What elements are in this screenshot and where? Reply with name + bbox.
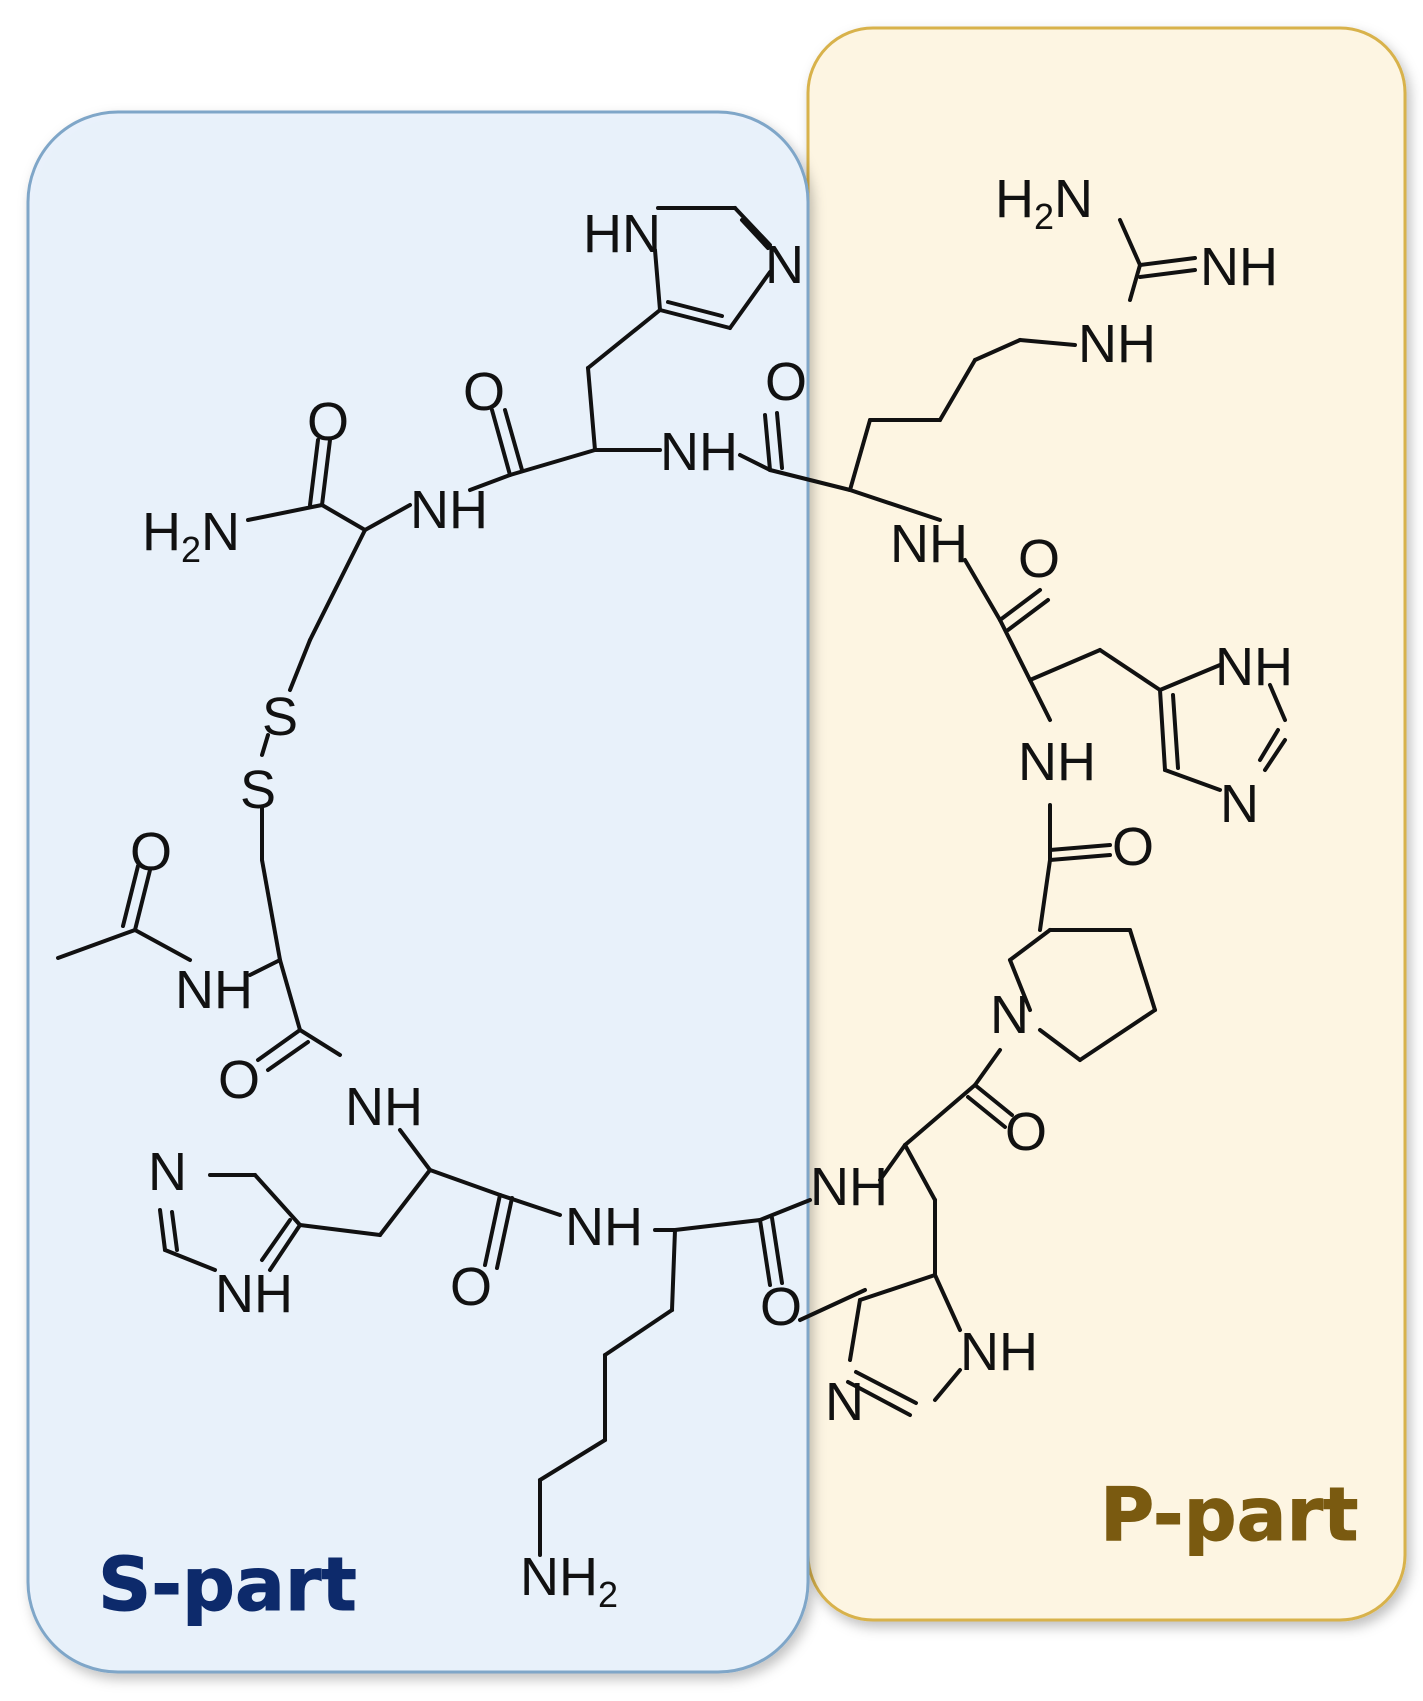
atom-nh-his1: NH: [660, 422, 738, 482]
atom-n-his4-ring: N: [825, 1372, 864, 1432]
atom-labels: HN N H2N NH NH O O NH O H2N NH NH O NH S…: [130, 169, 1293, 1615]
atom-n-his3-ring: N: [148, 1142, 187, 1202]
s-part-label: S-part: [98, 1542, 357, 1628]
atom-nh-acetyl: NH: [175, 960, 253, 1020]
atom-nh-his2-ring: NH: [1215, 637, 1293, 697]
atom-n-top: N: [765, 235, 804, 295]
atom-o-his3: O: [450, 1257, 492, 1317]
atom-o-his1: O: [463, 362, 505, 422]
atom-nh-his3: NH: [345, 1077, 423, 1137]
s-part-region: [26, 110, 810, 1674]
atom-nh-guanidine: NH: [1078, 314, 1156, 374]
atom-nh-arg: NH: [890, 514, 968, 574]
atom-s1: S: [262, 687, 298, 747]
atom-o-arg2: O: [1018, 529, 1060, 589]
atom-nh2-lys: NH2: [520, 1547, 618, 1615]
atom-o-acetyl: O: [130, 822, 172, 882]
atom-o-arg: O: [765, 352, 807, 412]
atom-nh-cys: NH: [410, 480, 488, 540]
bond-lines: [56, 206, 1287, 1557]
atom-nh-lys: NH: [565, 1197, 643, 1257]
atom-h2n-amide: H2N: [142, 502, 240, 570]
atom-h2n-guanidine: H2N: [995, 169, 1093, 237]
atom-hn-top: HN: [583, 204, 661, 264]
atom-s2: S: [240, 760, 276, 820]
atom-nh-his4: NH: [810, 1157, 888, 1217]
atom-o-pro: O: [1112, 817, 1154, 877]
atom-n-pro: N: [990, 985, 1029, 1045]
atom-nh-imine: NH: [1200, 237, 1278, 297]
atom-nh-his2: NH: [1018, 732, 1096, 792]
p-part-label: P-part: [1100, 1472, 1358, 1558]
atom-o-lys: O: [760, 1277, 802, 1337]
atom-n-his2-ring: N: [1220, 774, 1259, 834]
atom-o-cys2: O: [218, 1050, 260, 1110]
atom-o-pro2: O: [1005, 1102, 1047, 1162]
atom-o-amide: O: [307, 392, 349, 452]
atom-nh-his3-ring: NH: [215, 1264, 293, 1324]
atom-nh-his4-ring: NH: [960, 1322, 1038, 1382]
p-part-region: [806, 26, 1407, 1622]
